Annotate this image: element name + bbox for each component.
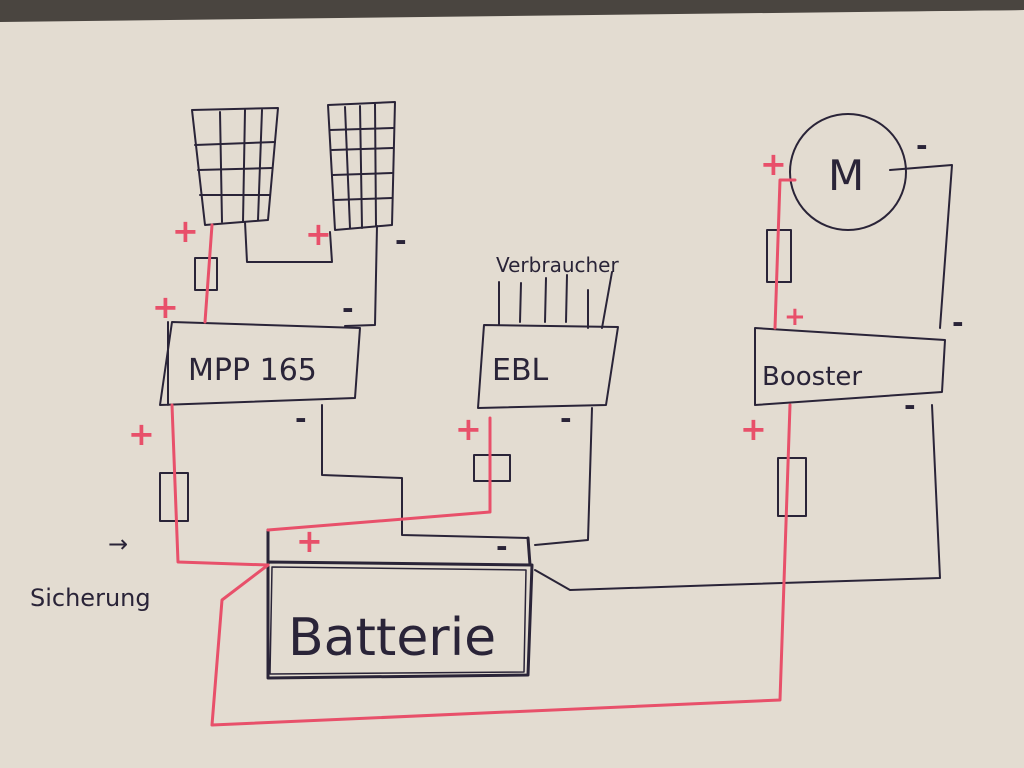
panel-negative-wire [344, 225, 378, 327]
ebl-box [477, 324, 619, 409]
mpp165-box [159, 321, 361, 406]
background-edge [0, 0, 1024, 22]
motor-label: M [828, 151, 864, 200]
fuse-ebl [473, 454, 511, 482]
booster-label: Booster [762, 362, 862, 392]
battery-label: Batterie [288, 608, 496, 668]
consumer-lines [498, 271, 613, 329]
paper-sheet [0, 10, 1024, 768]
ebl-label: EBL [492, 353, 549, 388]
panel-interconnect-wire [244, 221, 333, 263]
motor-circle [789, 113, 907, 231]
minus-sign: - [916, 129, 928, 162]
mpp-negative-wire [321, 404, 529, 539]
minus-sign: - [295, 402, 307, 435]
minus-sign: - [952, 306, 964, 339]
mpp-positive-wire [170, 403, 270, 567]
plus-sign: + [784, 302, 806, 332]
consumers-label: Verbraucher [496, 253, 619, 277]
battery-box [266, 528, 534, 680]
plus-sign: + [172, 212, 199, 250]
fuse-annotation-label: Sicherung [30, 584, 151, 612]
motor-negative-wire [889, 164, 953, 329]
minus-sign: - [342, 292, 354, 325]
minus-sign: - [904, 389, 916, 422]
booster-positive-wire [210, 403, 792, 727]
solar-panel-2 [327, 101, 396, 231]
panel-positive-wire [203, 223, 214, 324]
mpp165-label: MPP 165 [188, 353, 317, 388]
plus-sign: + [152, 288, 179, 326]
fuse-booster [777, 457, 807, 517]
motor-positive-wire [773, 178, 797, 330]
booster-negative-wire [534, 404, 941, 591]
ebl-positive-wire [266, 416, 492, 532]
plus-sign: + [740, 410, 767, 448]
booster-box [754, 327, 946, 406]
minus-sign: - [560, 402, 572, 435]
plus-sign: + [760, 145, 787, 183]
solar-panel-1 [191, 107, 279, 226]
minus-sign: - [496, 530, 508, 563]
plus-sign: + [305, 215, 332, 253]
plus-sign: + [296, 522, 323, 560]
minus-sign: - [395, 224, 407, 257]
plus-sign: + [128, 415, 155, 453]
ebl-negative-wire [534, 407, 593, 546]
plus-sign: + [455, 410, 482, 448]
fuse-annotation-arrow: → [108, 530, 128, 558]
